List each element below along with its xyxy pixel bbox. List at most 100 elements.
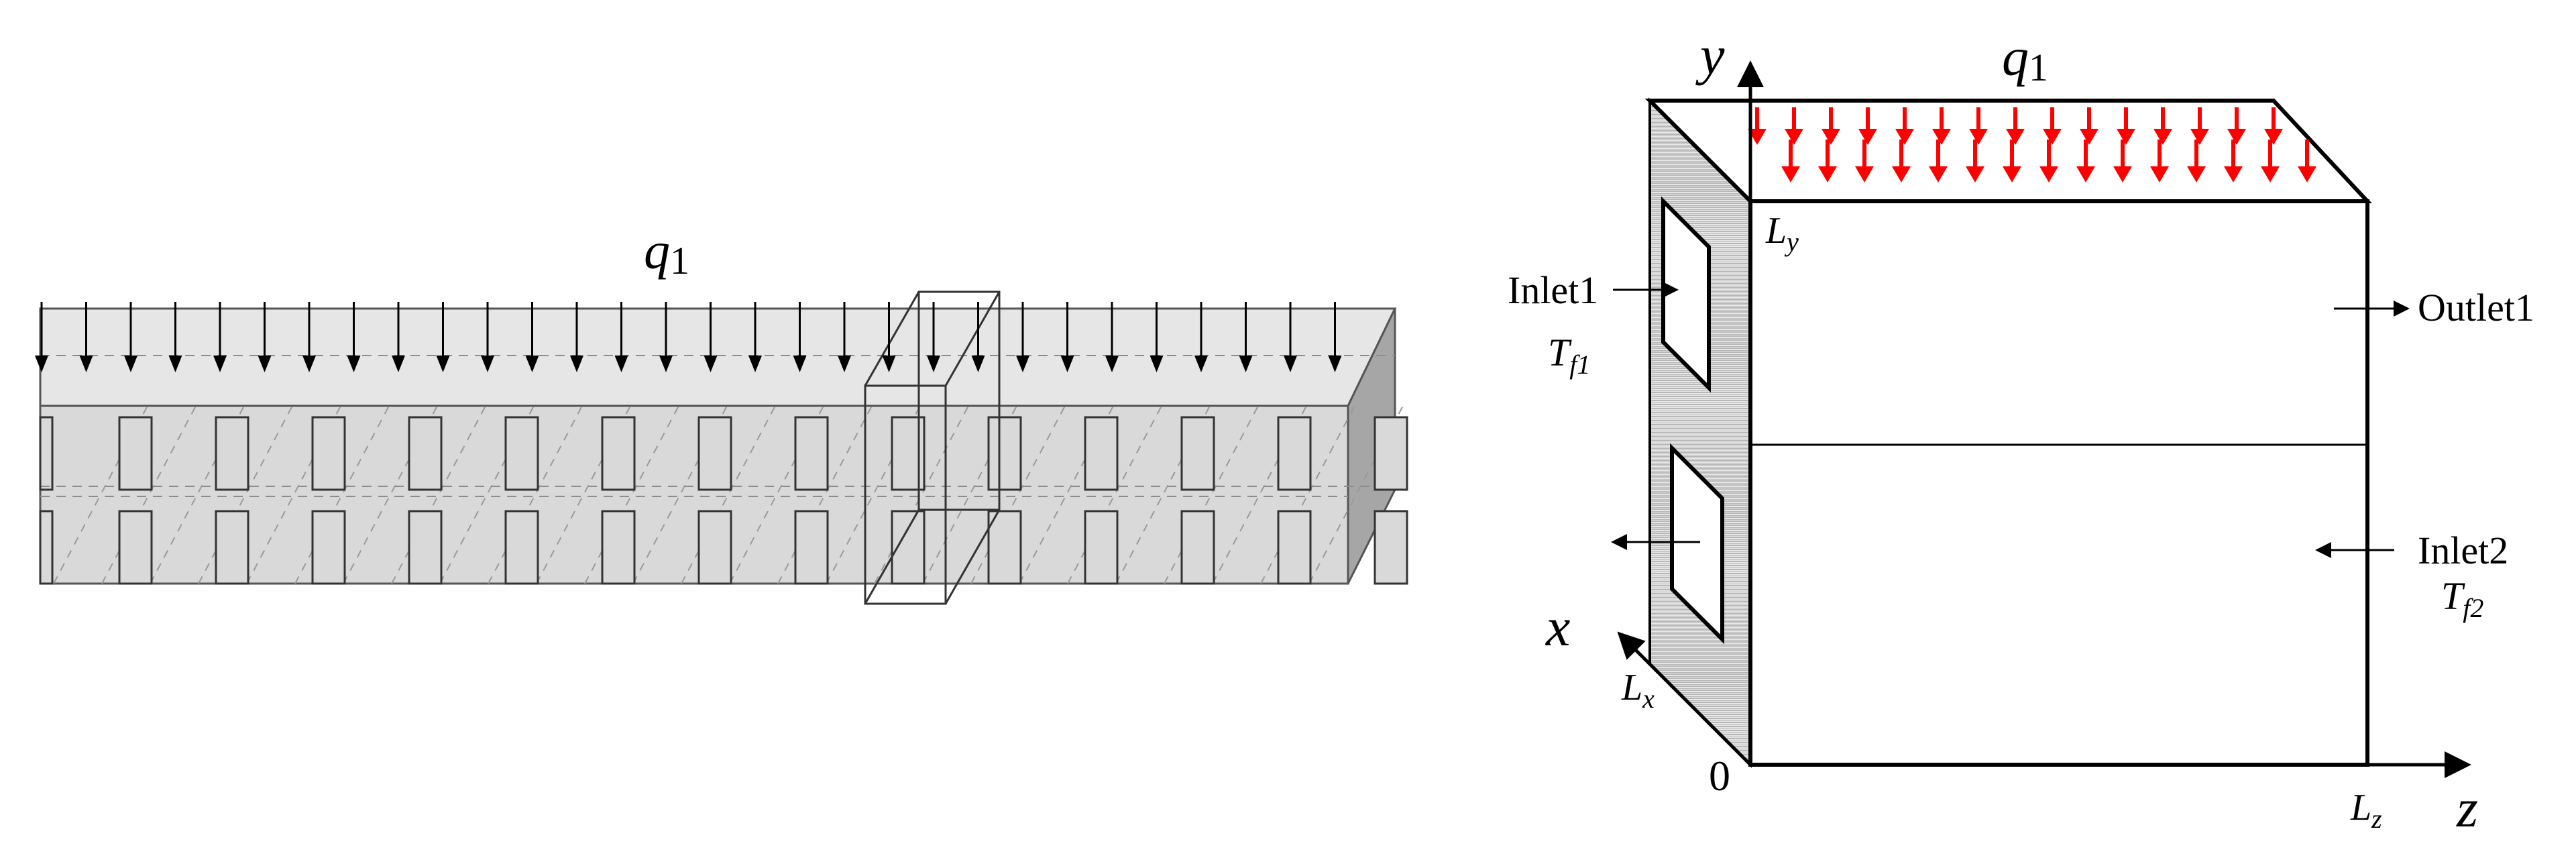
channel-lower xyxy=(1277,510,1312,585)
red-heat-arrow-head xyxy=(2227,129,2246,145)
unit-cell-box xyxy=(864,290,1001,605)
channel-upper xyxy=(118,416,153,491)
ly-label: Ly xyxy=(1765,210,1799,257)
heat-arrow-head xyxy=(124,356,137,372)
red-heat-arrow-head xyxy=(2190,129,2209,145)
red-heat-arrow-head xyxy=(2298,166,2316,182)
channel-upper xyxy=(504,416,539,491)
hidden-slant-line xyxy=(1260,405,1355,584)
red-heat-arrow-head xyxy=(2006,129,2025,145)
heat-arrow-head xyxy=(79,356,93,372)
heat-arrow-head xyxy=(213,356,227,372)
channel-lower xyxy=(408,510,443,585)
hidden-slant-line xyxy=(874,405,969,584)
red-heat-arrow-head xyxy=(2113,166,2132,182)
channel-upper xyxy=(311,416,346,491)
red-heat-arrow-head xyxy=(2043,129,2062,145)
heat-flux-arrows-left xyxy=(35,302,1342,372)
heat-flux-label-right: q1 xyxy=(2002,28,2048,89)
channel-lower xyxy=(1084,510,1119,585)
hidden-slant-line xyxy=(391,405,486,584)
channel-array-figure: q1 xyxy=(35,221,1408,605)
heat-arrow-head xyxy=(1328,356,1342,372)
red-heat-arrow-head xyxy=(1781,166,1800,182)
channel-upper-partial xyxy=(39,416,54,491)
lx-label: Lx xyxy=(1621,667,1655,714)
heat-arrow-head xyxy=(748,356,762,372)
heat-arrow-head xyxy=(302,356,316,372)
heat-arrow-head xyxy=(525,356,539,372)
red-heat-arrow-head xyxy=(1822,129,1840,145)
channel-upper xyxy=(601,416,636,491)
heat-arrow-head xyxy=(1150,356,1164,372)
channel-lower xyxy=(891,510,926,585)
channel-upper xyxy=(1277,416,1312,491)
channel-lower xyxy=(794,510,829,585)
heat-arrow-head xyxy=(570,356,583,372)
red-heat-arrow-head xyxy=(2080,129,2098,145)
hidden-slant-line xyxy=(1067,405,1162,584)
heat-arrow-head xyxy=(481,356,494,372)
red-heat-arrow-head xyxy=(2150,166,2169,182)
array-front-face xyxy=(39,404,1349,585)
heat-arrow-head xyxy=(1060,356,1074,372)
heat-flux-arrows-right xyxy=(1748,107,2316,182)
channel-cells xyxy=(39,416,1408,585)
red-heat-arrow-head xyxy=(1892,166,1911,182)
x-axis-label: x xyxy=(1545,596,1570,657)
red-heat-arrow-head xyxy=(2076,166,2095,182)
inlet2-temp: Tf2 xyxy=(2441,574,2483,623)
channel-lower xyxy=(118,510,153,585)
channel-lower xyxy=(987,510,1022,585)
red-heat-arrow-head xyxy=(2264,129,2283,145)
heat-arrow-head xyxy=(614,356,628,372)
front-face xyxy=(1748,199,2369,767)
flow-arrows xyxy=(1611,282,2410,558)
hidden-slant-line xyxy=(294,405,390,584)
red-heat-arrow-head xyxy=(2039,166,2058,182)
coordinate-axes xyxy=(1617,60,2471,778)
heat-arrow-head xyxy=(927,356,940,372)
x-axis xyxy=(1617,631,1752,766)
channel-upper xyxy=(987,416,1022,491)
heat-arrow-head xyxy=(1284,356,1297,372)
heat-arrow-head xyxy=(882,356,896,372)
channel-lower xyxy=(601,510,636,585)
red-heat-arrow-head xyxy=(2153,129,2172,145)
lz-label: Lz xyxy=(2350,787,2382,834)
heat-arrow-head xyxy=(436,356,450,372)
red-heat-arrow-head xyxy=(1969,129,1988,145)
unit-cell-figure: y x z 0 q1 Ly Lx Lz Inlet1 Tf1 Outlet1 I… xyxy=(1508,25,2534,839)
heat-arrow-head xyxy=(971,356,985,372)
red-heat-arrow-head xyxy=(1855,166,1874,182)
heat-arrow-head xyxy=(35,356,48,372)
channel-upper xyxy=(408,416,443,491)
red-heat-arrow-head xyxy=(1858,129,1877,145)
heat-arrow-head xyxy=(1016,356,1029,372)
hidden-slant-line xyxy=(681,405,776,584)
hidden-slant-line xyxy=(970,405,1066,584)
y-axis-label: y xyxy=(1695,25,1725,86)
channel-lower xyxy=(1180,510,1215,585)
channel-lower xyxy=(311,510,346,585)
hidden-slant-line xyxy=(1164,405,1259,584)
red-heat-arrow-head xyxy=(1748,129,1767,145)
hidden-slant-line xyxy=(488,405,583,584)
channel-upper xyxy=(794,416,829,491)
heat-arrow-head xyxy=(659,356,673,372)
inlet1-temp: Tf1 xyxy=(1548,331,1590,380)
hidden-slant-line xyxy=(584,405,679,584)
red-heat-arrow-head xyxy=(2261,166,2280,182)
array-top-face xyxy=(39,307,1397,407)
inlet1-label: Inlet1 xyxy=(1508,268,1598,312)
channel-upper xyxy=(215,416,249,491)
inlet2-label: Inlet2 xyxy=(2418,529,2508,572)
red-heat-arrow-head xyxy=(1932,129,1951,145)
hidden-slant-line xyxy=(198,405,293,584)
heat-arrow-head xyxy=(704,356,718,372)
heat-arrow-head xyxy=(347,356,361,372)
red-heat-arrow-head xyxy=(2003,166,2021,182)
red-heat-arrow-head xyxy=(1929,166,1948,182)
heat-arrow-head xyxy=(1194,356,1208,372)
